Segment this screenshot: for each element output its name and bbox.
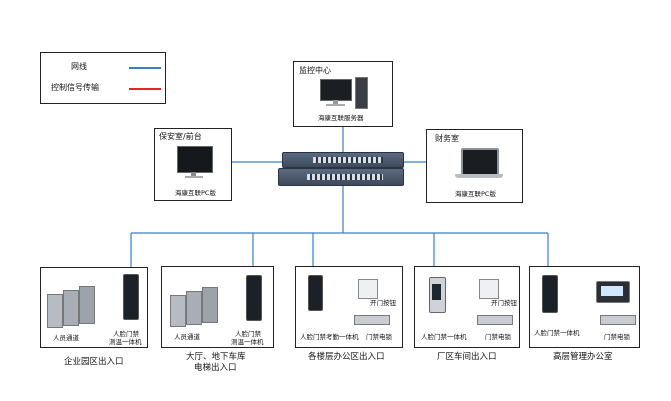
security-pc-label: 海康互联PC版: [175, 189, 216, 197]
site-caption-4: 厂区车间出入口: [437, 352, 497, 362]
site-box-3: 开门按钮 人脸门禁考勤一体机 门禁电锁: [295, 266, 403, 348]
security-room-box: 保安室/前台 海康互联PC版: [154, 128, 232, 201]
turnstile-icon: [170, 295, 186, 327]
legend-control-label: 控制信号传输: [51, 83, 99, 92]
door-lock-icon: [354, 315, 390, 325]
terminal-label: 人脸门禁考勤一体机: [300, 333, 359, 341]
monitor-base: [326, 104, 345, 106]
finance-room-title: 财务室: [435, 134, 459, 143]
lock-label: 门禁电锁: [366, 333, 392, 341]
site-caption-2b: 电梯出入口: [194, 363, 237, 373]
server-label: 海康互联服务器: [318, 114, 364, 122]
door-button-icon: [479, 279, 499, 299]
legend-box: 网线 控制信号传输: [40, 52, 166, 104]
door-button-icon: [358, 279, 378, 299]
security-room-title: 保安室/前台: [159, 132, 202, 141]
site-box-1: 人员通道 人脸门禁 测温一体机: [40, 267, 148, 348]
terminal-label: 人脸门禁一体机: [421, 333, 467, 341]
controller-screen: [601, 286, 623, 296]
security-monitor-base: [185, 176, 203, 178]
site-caption-2a: 大厅、地下车库: [186, 352, 246, 362]
access-controller-icon: [596, 281, 630, 303]
monitor-center-title: 监控中心: [299, 66, 331, 75]
lock-label: 门禁电锁: [485, 333, 511, 341]
terminal-label-1: 人脸门禁: [113, 330, 139, 338]
laptop-base: [455, 174, 503, 178]
button-label: 开门按钮: [491, 299, 517, 307]
face-terminal-icon: [542, 275, 558, 313]
lock-label: 门禁电锁: [604, 333, 630, 341]
terminal-label: 人脸门禁一体机: [534, 329, 580, 337]
turnstile-icon: [186, 291, 202, 325]
turnstile-icon: [47, 294, 63, 328]
door-lock-icon: [477, 315, 513, 325]
legend-control-line: [129, 88, 161, 90]
server-monitor-icon: [320, 79, 352, 101]
legend-network-line: [129, 67, 161, 69]
monitor-stand: [333, 100, 338, 105]
site-caption-1: 企业园区出入口: [64, 357, 124, 367]
legend-network-label: 网线: [71, 62, 87, 71]
finance-room-box: 财务室 海康互联PC版: [426, 129, 523, 203]
switch-top-icon: [282, 152, 404, 168]
laptop-icon: [461, 148, 499, 176]
terminal-label-2: 测温一体机: [109, 338, 142, 346]
site-box-4: 开门按钮 人脸门禁一体机 门禁电锁: [414, 266, 520, 348]
security-monitor-stand: [191, 172, 196, 176]
lane-label: 人员通道: [174, 333, 200, 341]
monitor-center-box: 监控中心 海康互联服务器: [293, 61, 393, 127]
switch-bottom-ports: [307, 174, 383, 180]
site-box-2: 人员通道 人脸门禁 测温一体机: [161, 266, 274, 348]
turnstile-icon: [202, 287, 218, 323]
switch-bottom-icon: [278, 168, 404, 186]
site-caption-5: 高层管理办公室: [553, 352, 613, 362]
terminal-screen: [432, 284, 441, 300]
door-lock-icon: [600, 315, 636, 325]
lane-label: 人员通道: [53, 334, 79, 342]
site-caption-3: 各楼层办公区出入口: [308, 352, 385, 362]
face-terminal-icon: [308, 275, 323, 311]
button-label: 开门按钮: [370, 299, 396, 307]
finance-pc-label: 海康互联PC版: [455, 190, 496, 198]
face-terminal-icon: [246, 275, 262, 321]
face-terminal-icon: [429, 277, 446, 313]
switch-top-ports: [313, 157, 383, 163]
terminal-label-1: 人脸门禁: [235, 330, 261, 338]
face-terminal-icon: [123, 274, 139, 320]
security-monitor-icon: [177, 146, 213, 173]
turnstile-icon: [63, 290, 79, 326]
site-box-5: 人脸门禁一体机 门禁电锁: [529, 266, 640, 348]
server-tower-icon: [355, 77, 368, 109]
turnstile-icon: [79, 286, 95, 324]
terminal-label-2: 测温一体机: [231, 338, 264, 346]
